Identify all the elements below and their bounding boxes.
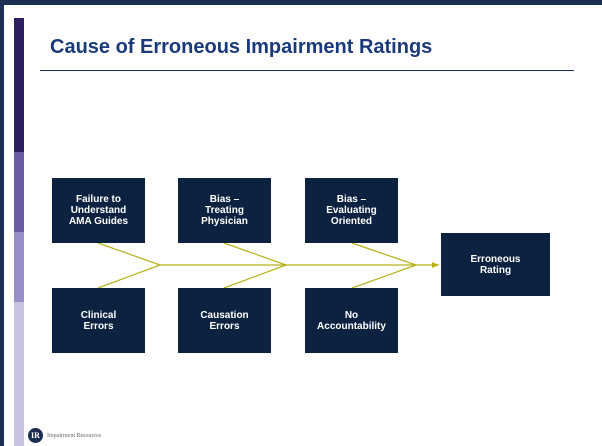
slide-title: Cause of Erroneous Impairment Ratings [50,36,433,58]
logo-mark-icon: IR [28,428,43,443]
effect-box: Erroneous Rating [441,233,550,296]
bone-line-top-2 [223,242,287,266]
bone-line-bottom-2 [223,264,287,289]
accent-bar-segment [14,18,24,152]
frame-left-border [0,0,4,446]
cause-box-top-3: Bias – Evaluating Oriented [305,178,398,243]
accent-bar-segment [14,232,24,302]
company-logo: IR Impairment Resources [28,428,101,443]
cause-box-top-2: Bias – Treating Physician [178,178,271,243]
bone-line-bottom-3 [351,264,417,289]
cause-box-bottom-2: Causation Errors [178,288,271,353]
title-underline [40,70,574,71]
cause-box-bottom-3: No Accountability [305,288,398,353]
frame-top-border [0,0,602,5]
bone-line-top-3 [351,242,417,266]
cause-box-top-1: Failure to Understand AMA Guides [52,178,145,243]
bone-line-top-1 [97,242,161,266]
bone-line-bottom-1 [97,264,161,289]
accent-bar-segment [14,152,24,232]
accent-bar-segment [14,302,24,446]
logo-text: Impairment Resources [47,432,102,439]
cause-box-bottom-1: Clinical Errors [52,288,145,353]
